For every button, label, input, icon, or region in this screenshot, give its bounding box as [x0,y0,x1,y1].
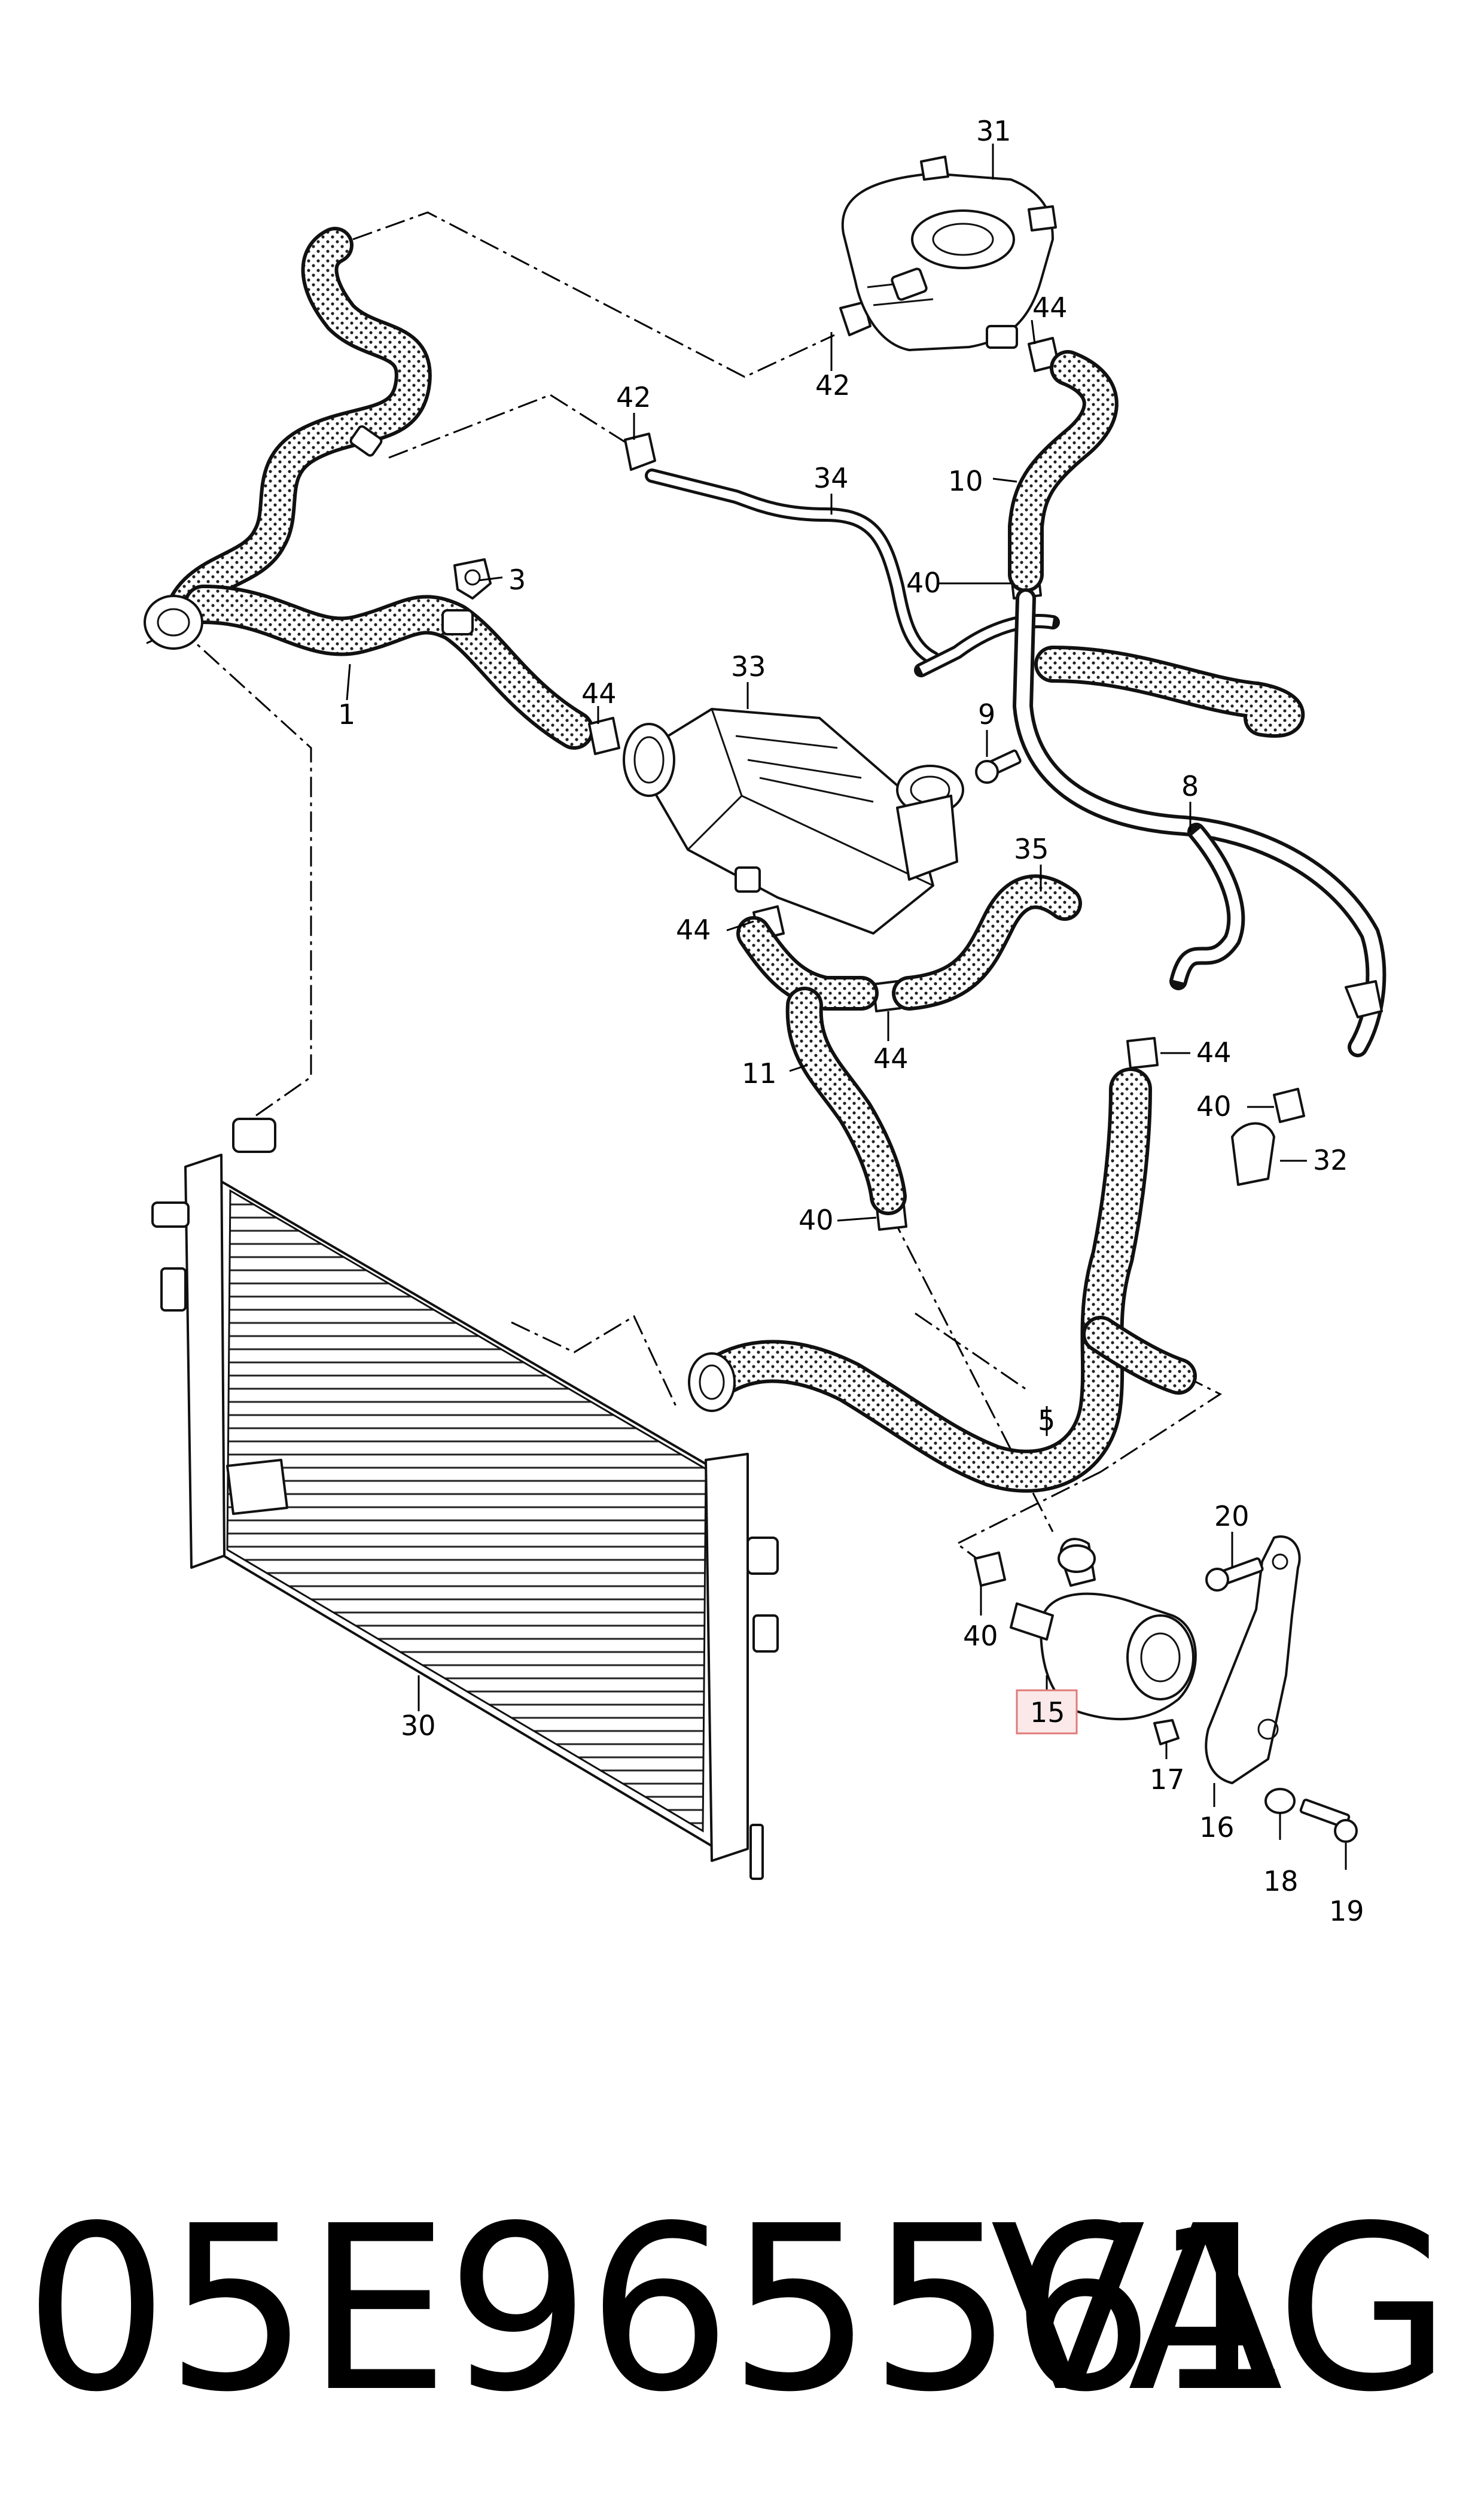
callout-15-highlight [1016,1689,1078,1735]
callout-10: 10 [948,465,983,497]
footer-caption: 05E965561 VAG [0,2178,1484,2441]
cooling-system-exploded-diagram: 31 42 42 44 34 10 3 40 1 44 33 9 8 35 44… [144,115,1387,1927]
callout-5: 5 [1038,1404,1055,1437]
callout-1: 1 [338,698,355,731]
radiator-30 [151,1118,779,1880]
callout-40-pump: 40 [963,1620,998,1652]
callout-8: 8 [1181,770,1199,802]
part-number-text: 05E965561 [24,2177,1296,2442]
callout-11: 11 [742,1057,777,1090]
hose-1 [144,227,594,750]
callout-20: 20 [1214,1500,1250,1532]
callout-32: 32 [1313,1144,1348,1176]
callout-9: 9 [978,698,995,731]
electric-coolant-pump-15 [1010,1538,1197,1721]
pipe-8 [1013,588,1387,1057]
callout-42-tank: 42 [815,369,851,401]
callout-40-right: 40 [1196,1090,1232,1122]
callout-44-mid-low: 44 [873,1042,909,1075]
charge-air-cooler-33 [623,708,964,935]
callout-19: 19 [1329,1895,1364,1927]
clamp-44-right [1126,1037,1159,1069]
screw-20 [1205,1557,1264,1592]
callout-42-mid: 42 [616,381,651,413]
callout-40-mid: 40 [799,1204,834,1236]
clip-3 [453,558,492,600]
pipe-34 [645,468,1304,738]
callout-33: 33 [731,650,766,683]
clamp-40-pump [974,1551,1006,1587]
hose-10 [1008,350,1119,592]
callout-35: 35 [1014,833,1049,865]
callout-31: 31 [976,115,1011,147]
bracket-16 [1205,1535,1301,1784]
callout-44-right: 44 [1196,1036,1232,1069]
callout-16: 16 [1199,1811,1235,1843]
hose-11 [736,916,907,1215]
leader-lines [346,144,1347,1870]
screw-9 [975,749,1022,784]
brand-text: VAG [990,2177,1452,2442]
callout-40-hose10: 40 [906,567,941,599]
hose-35 [892,874,1082,1011]
callout-44-left-low: 44 [676,914,711,946]
clamp-42-mid [624,433,656,471]
clamp-42-upper [839,301,871,336]
callout-44-tank: 44 [1032,291,1068,324]
clamp-44-left [588,717,620,755]
callout-15: 15 [1030,1696,1065,1729]
callout-18: 18 [1263,1865,1299,1897]
clamp-40-right [1273,1088,1305,1123]
callout-30: 30 [401,1709,436,1742]
callout-34: 34 [813,462,849,494]
washer-18 [1264,1788,1296,1814]
callout-44-left: 44 [581,677,617,710]
hose-5 [688,1067,1197,1493]
nut-17 [1153,1719,1180,1745]
callout-3: 3 [508,564,526,596]
callout-17: 17 [1150,1763,1185,1796]
callout-labels: 31 42 42 44 34 10 3 40 1 44 33 9 8 35 44… [338,115,1364,1927]
bolt-19 [1299,1799,1358,1843]
expansion-tank-31 [841,156,1057,351]
cap-32 [1231,1122,1275,1186]
